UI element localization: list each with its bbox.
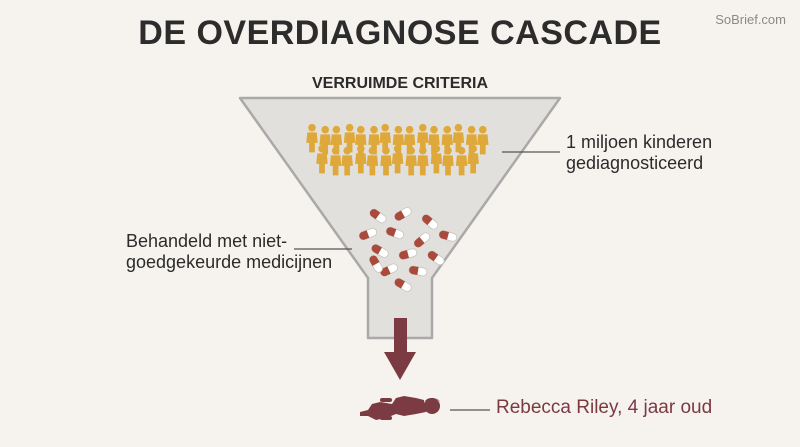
page-title: DE OVERDIAGNOSE CASCADE: [138, 14, 662, 52]
child-figure-icon: [360, 396, 440, 420]
children-crowd: [306, 123, 489, 176]
pill-capsule-icon: [369, 208, 387, 224]
person-icon: [467, 144, 479, 174]
person-icon: [380, 146, 392, 176]
pill-capsule-icon: [421, 214, 439, 230]
pill-capsule-icon: [394, 207, 412, 221]
pill-capsule-icon: [380, 263, 398, 277]
person-icon: [477, 125, 489, 155]
pill-capsule-icon: [358, 227, 378, 241]
person-icon: [430, 144, 443, 174]
person-icon: [355, 144, 367, 174]
funnel-top-label: VERRUIMDE CRITERIA: [311, 75, 488, 92]
pill-capsule-icon: [408, 265, 428, 277]
children-label: 1 miljoen kinderen gediagnosticeerd: [566, 132, 712, 174]
person-icon: [417, 146, 429, 176]
person-icon: [306, 123, 318, 153]
medicines-label-line-1: Behandeld met niet-: [126, 231, 288, 251]
person-icon: [405, 146, 417, 176]
pill-capsule-icon: [371, 244, 389, 258]
pill-capsule-icon: [413, 232, 431, 248]
pill-capsule-icon: [394, 278, 412, 292]
pill-capsule-icon: [385, 226, 405, 240]
person-icon: [341, 146, 353, 176]
pill-capsule-icon: [398, 248, 418, 260]
pill-capsule-icon: [369, 255, 383, 273]
medicines-label-line-2: goedgekeurde medicijnen: [126, 252, 333, 272]
arrow-down-icon: [384, 318, 416, 380]
person-icon: [366, 146, 379, 176]
person-icon: [379, 123, 391, 153]
children-label-line-2: gediagnosticeerd: [566, 153, 704, 173]
person-icon: [316, 144, 328, 174]
person-icon: [417, 123, 429, 153]
person-icon: [329, 146, 342, 176]
medicines-label: Behandeld met niet- goedgekeurde medicij…: [126, 231, 332, 273]
person-icon: [455, 146, 468, 176]
pill-capsule-icon: [438, 230, 458, 242]
pills-cluster: [358, 207, 458, 292]
brand-logo: SoBrief.com: [715, 12, 786, 27]
person-icon: [391, 144, 404, 174]
person-icon: [442, 146, 454, 176]
victim-label: Rebecca Riley, 4 jaar oud: [496, 397, 713, 418]
pill-capsule-icon: [427, 250, 445, 266]
children-label-line-1: 1 miljoen kinderen: [566, 132, 713, 152]
